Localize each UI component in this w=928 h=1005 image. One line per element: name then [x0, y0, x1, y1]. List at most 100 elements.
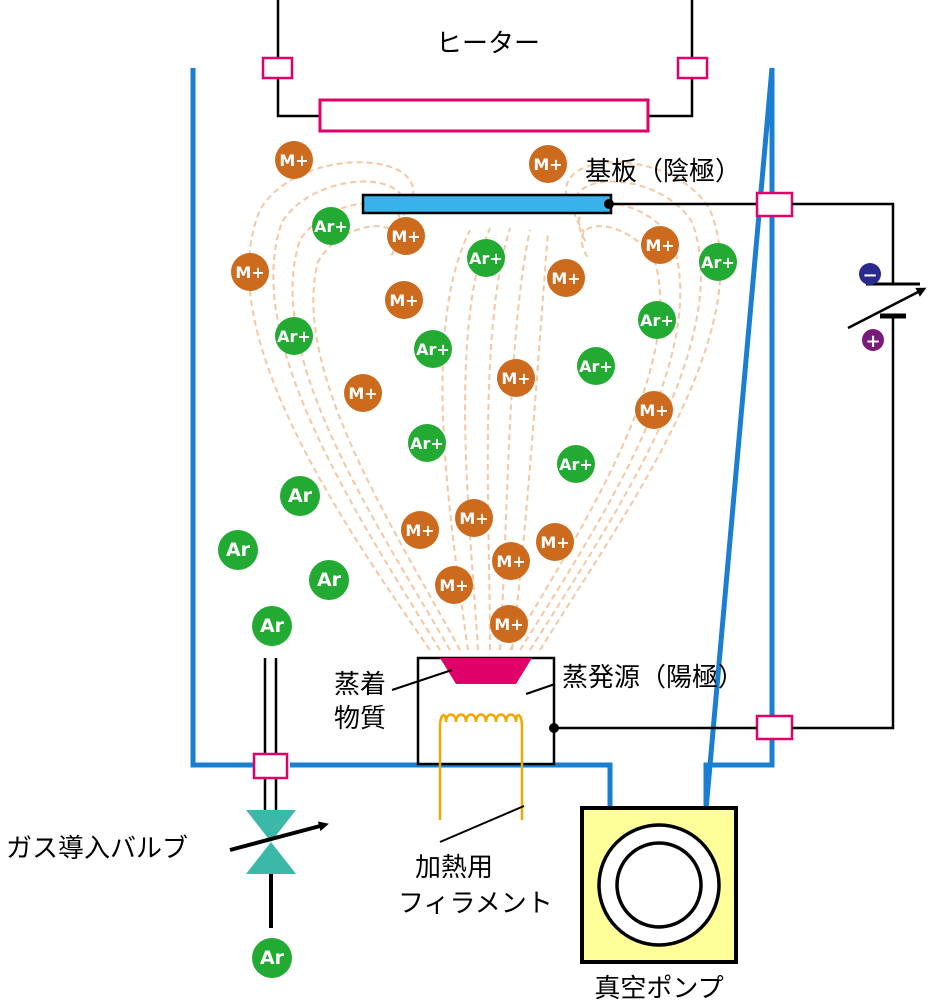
plus-sign: +: [865, 331, 880, 352]
metal-ion-label: M+: [389, 291, 418, 310]
argon-ion-label: Ar+: [277, 327, 311, 346]
metal-ion: M+: [492, 542, 530, 580]
evaporation-material: [440, 658, 532, 684]
metal-ion-label: M+: [496, 552, 525, 571]
particles: M+ M+ M+ M+ M+ M+ M+ M+ M+ M+ M+ M+ M+ M+ M+ M+ Ar+ Ar+ Ar…: [218, 141, 737, 978]
field-line: [441, 229, 471, 651]
material-label-line2: 物質: [334, 704, 386, 734]
argon-atom-label: Ar: [288, 485, 313, 507]
metal-ion: M+: [641, 226, 679, 264]
metal-ion-label: M+: [459, 509, 488, 528]
argon-atom: Ar: [309, 560, 349, 600]
heater-label: ヒーター: [436, 29, 540, 59]
source-feedthrough: [755, 714, 794, 741]
field-line: [499, 229, 531, 651]
source-contact: [549, 723, 559, 733]
metal-ion-label: M+: [645, 236, 674, 255]
metal-ion-label: M+: [348, 384, 377, 403]
metal-ion: M+: [490, 605, 528, 643]
heater-feedthrough-right: [676, 56, 709, 80]
gas-feedthrough: [252, 752, 289, 780]
plus-badge: [862, 329, 884, 351]
metal-ion-label: M+: [439, 576, 468, 595]
metal-ion-label: M+: [405, 521, 434, 540]
argon-ion-label: Ar+: [640, 311, 674, 330]
field-line: [312, 225, 461, 651]
metal-ion: M+: [529, 145, 567, 183]
vacuum-chamber: [190, 67, 775, 811]
argon-ion-label: Ar+: [416, 340, 450, 359]
metal-ion: M+: [344, 374, 382, 412]
gas-valve-arrow: [229, 821, 329, 852]
argon-ion-label: Ar+: [559, 455, 593, 474]
argon-ion-label: Ar+: [314, 217, 348, 236]
metal-ion: M+: [455, 499, 493, 537]
argon-ion: Ar+: [577, 347, 615, 385]
metal-ion-label: M+: [391, 227, 420, 246]
field-line: [511, 231, 549, 651]
material-label-line1: 蒸着: [334, 670, 386, 700]
circuit-wire-bottom: [792, 316, 895, 730]
field-line: [539, 161, 722, 651]
field-line: [272, 180, 441, 651]
variable-arrow: [847, 287, 927, 330]
argon-atom-label: Ar: [260, 615, 285, 637]
argon-ion: Ar+: [312, 207, 350, 245]
substrate: [361, 193, 613, 215]
field-line: [291, 202, 451, 651]
gas-valve-body: [246, 810, 296, 874]
metal-ion: M+: [536, 523, 574, 561]
substrate-contact: [604, 199, 614, 209]
metal-ion-label: M+: [235, 263, 264, 282]
metal-ion: M+: [275, 141, 313, 179]
metal-ion-label: M+: [501, 369, 530, 388]
source-leader: [525, 683, 556, 695]
metal-ion-label: M+: [540, 533, 569, 552]
argon-atom: Ar: [218, 530, 258, 570]
argon-ion: Ar+: [699, 243, 737, 281]
heating-filament: [438, 713, 524, 820]
argon-atom-label: Ar: [226, 539, 251, 561]
substrate-label: 基板（陰極）: [585, 157, 741, 187]
argon-atom-label: Ar: [260, 947, 285, 969]
argon-ion: Ar+: [414, 330, 452, 368]
metal-ion-label: M+: [279, 151, 308, 170]
metal-ion: M+: [547, 259, 585, 297]
metal-ion-label: M+: [494, 615, 523, 634]
material-leader: [391, 669, 453, 691]
metal-ion: M+: [435, 566, 473, 604]
metal-ion: M+: [635, 391, 673, 429]
argon-ion: Ar+: [467, 239, 505, 277]
argon-ion: Ar+: [557, 445, 595, 483]
heater-lead-right: [648, 0, 694, 118]
heater-lead-left: [276, 0, 320, 118]
filament-label-line2: フィラメント: [398, 889, 553, 919]
metal-ion: M+: [231, 253, 269, 291]
field-line: [248, 161, 431, 651]
filament-leader: [439, 805, 525, 843]
argon-ion: Ar+: [275, 317, 313, 355]
field-line: [486, 227, 511, 651]
field-line: [464, 227, 491, 651]
pump-label: 真空ポンプ: [594, 974, 723, 1000]
minus-badge: [859, 263, 881, 285]
circuit-wire-top: [792, 202, 895, 284]
argon-ion-label: Ar+: [701, 253, 735, 272]
heater: [318, 98, 650, 133]
argon-ion-label: Ar+: [469, 249, 503, 268]
filament-label-line1: 加熱用: [415, 853, 493, 883]
metal-ion-label: M+: [639, 401, 668, 420]
metal-ion-label: M+: [551, 269, 580, 288]
metal-ion-label: M+: [533, 155, 562, 174]
metal-ion: M+: [401, 511, 439, 549]
argon-ion-label: Ar+: [579, 357, 613, 376]
argon-atom: Ar: [252, 606, 292, 646]
argon-atom-label: Ar: [317, 569, 342, 591]
metal-ion: M+: [387, 217, 425, 255]
argon-atom: Ar: [252, 938, 292, 978]
argon-ion: Ar+: [638, 301, 676, 339]
argon-ion-label: Ar+: [410, 434, 444, 453]
minus-sign: −: [862, 265, 877, 286]
heater-feedthrough-left: [261, 56, 294, 80]
